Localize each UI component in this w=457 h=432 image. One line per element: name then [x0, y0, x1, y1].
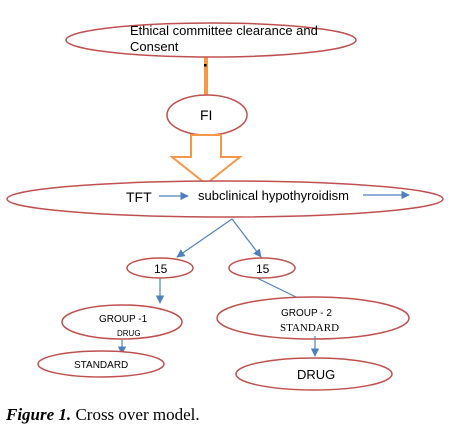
group2-sub-label: STANDARD [280, 322, 339, 334]
tft-label: TFT [126, 189, 152, 205]
standard-ellipse [37, 350, 165, 378]
fi-label: FI [200, 107, 212, 123]
count-right-label: 15 [256, 262, 270, 276]
figure-caption: Figure 1. Cross over model. [6, 405, 200, 425]
consent-ellipse [65, 22, 357, 58]
standard-label: STANDARD [74, 360, 128, 371]
tft-ellipse [6, 180, 444, 218]
count-right-to-group2-connector [256, 277, 299, 299]
split-arrow-left [176, 218, 233, 258]
drug-label: DRUG [297, 367, 335, 382]
consent-label-line2: Consent [130, 39, 179, 54]
figure-caption-label: Figure 1. [6, 405, 72, 424]
block-arrow [169, 134, 243, 186]
count-right-ellipse [228, 257, 296, 279]
drug-ellipse [235, 357, 393, 391]
group2-ellipse [216, 296, 410, 340]
split-arrow-right [231, 218, 262, 258]
group1-sub-label: DRUG [117, 329, 141, 338]
hypothyroid-label: subclinical hypothyroidism [198, 188, 349, 203]
dot-marker [204, 64, 207, 67]
group1-ellipse [61, 304, 183, 340]
group2-label: GROUP - 2 [281, 308, 332, 319]
count-left-label: 15 [154, 262, 168, 276]
group1-label: GROUP -1 [99, 314, 148, 325]
consent-label-line1: Ethical committee clearance and [130, 23, 318, 38]
figure-caption-text: Cross over model. [71, 405, 200, 424]
